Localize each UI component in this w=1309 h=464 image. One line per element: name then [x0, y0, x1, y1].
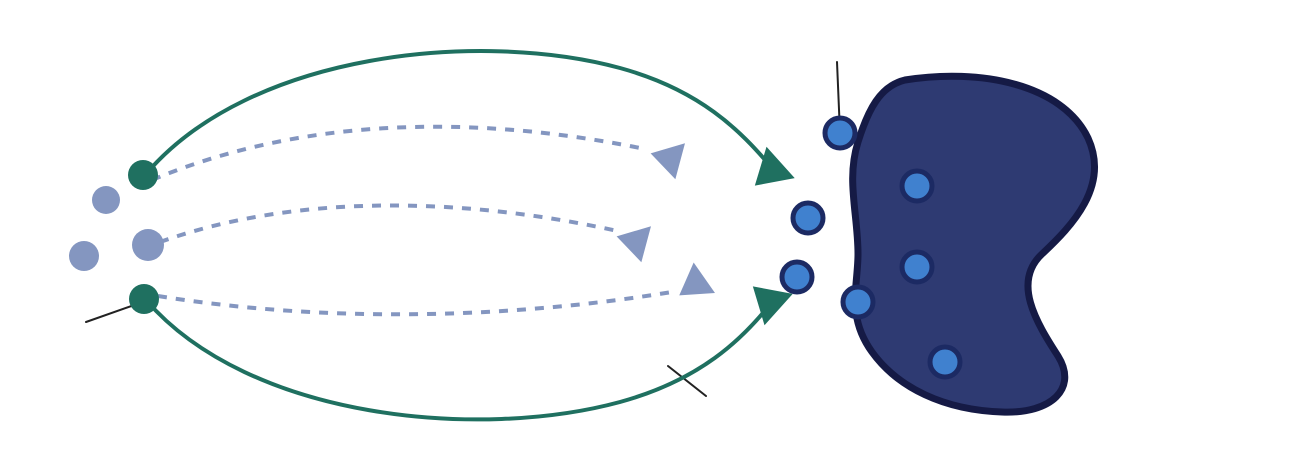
green-arrowhead-upper-shape: [754, 146, 795, 186]
dashed-arrowheads-layer: [616, 143, 715, 296]
receptor-outer-top[interactable]: [822, 115, 858, 151]
dashed-arrowhead-bottom: [679, 262, 715, 296]
dashed-arrowhead-top: [650, 143, 685, 180]
receptor-inner-3[interactable]: [927, 344, 963, 380]
receptor-outer-lower[interactable]: [840, 284, 876, 320]
green-arrowhead-lower-shape: [752, 286, 793, 326]
green-arc-upper: [144, 49, 774, 176]
dashed-paths-layer: [151, 124, 673, 317]
outer-receptors-layer[interactable]: [779, 115, 876, 320]
green-arrowhead-upper: [754, 146, 795, 186]
source-node-gray-left[interactable]: [69, 241, 99, 271]
cell-blob-layer[interactable]: [849, 72, 1098, 416]
dashed-arrowhead-top-shape: [650, 143, 685, 180]
green-paths-layer: [144, 49, 774, 422]
receptor-inner-2[interactable]: [899, 249, 935, 285]
green-arrowhead-lower: [752, 286, 793, 326]
green-arrowheads-layer: [752, 146, 795, 326]
receptor-outer-upper[interactable]: [790, 200, 826, 236]
receptor-outer-middle[interactable]: [779, 259, 815, 295]
source-node-green-bottom[interactable]: [129, 284, 159, 314]
source-node-green-top[interactable]: [128, 160, 158, 190]
dashed-arrowhead-middle-shape: [616, 226, 651, 263]
cell-body-blob[interactable]: [849, 72, 1098, 416]
source-node-gray-center[interactable]: [132, 229, 164, 261]
source-nodes-layer[interactable]: [69, 160, 164, 314]
source-node-gray-upper[interactable]: [92, 186, 120, 214]
receptor-inner-1[interactable]: [899, 168, 935, 204]
inner-receptors-layer[interactable]: [899, 168, 963, 380]
dashed-arrowhead-middle: [616, 226, 651, 263]
leader-line-lower-right: [667, 365, 707, 397]
green-arc-lower: [144, 298, 774, 422]
dashed-arrow-middle: [159, 203, 623, 244]
dashed-arrow-bottom: [157, 290, 673, 317]
dashed-arrow-top: [151, 124, 641, 182]
dashed-arrowhead-bottom-shape: [679, 262, 715, 296]
